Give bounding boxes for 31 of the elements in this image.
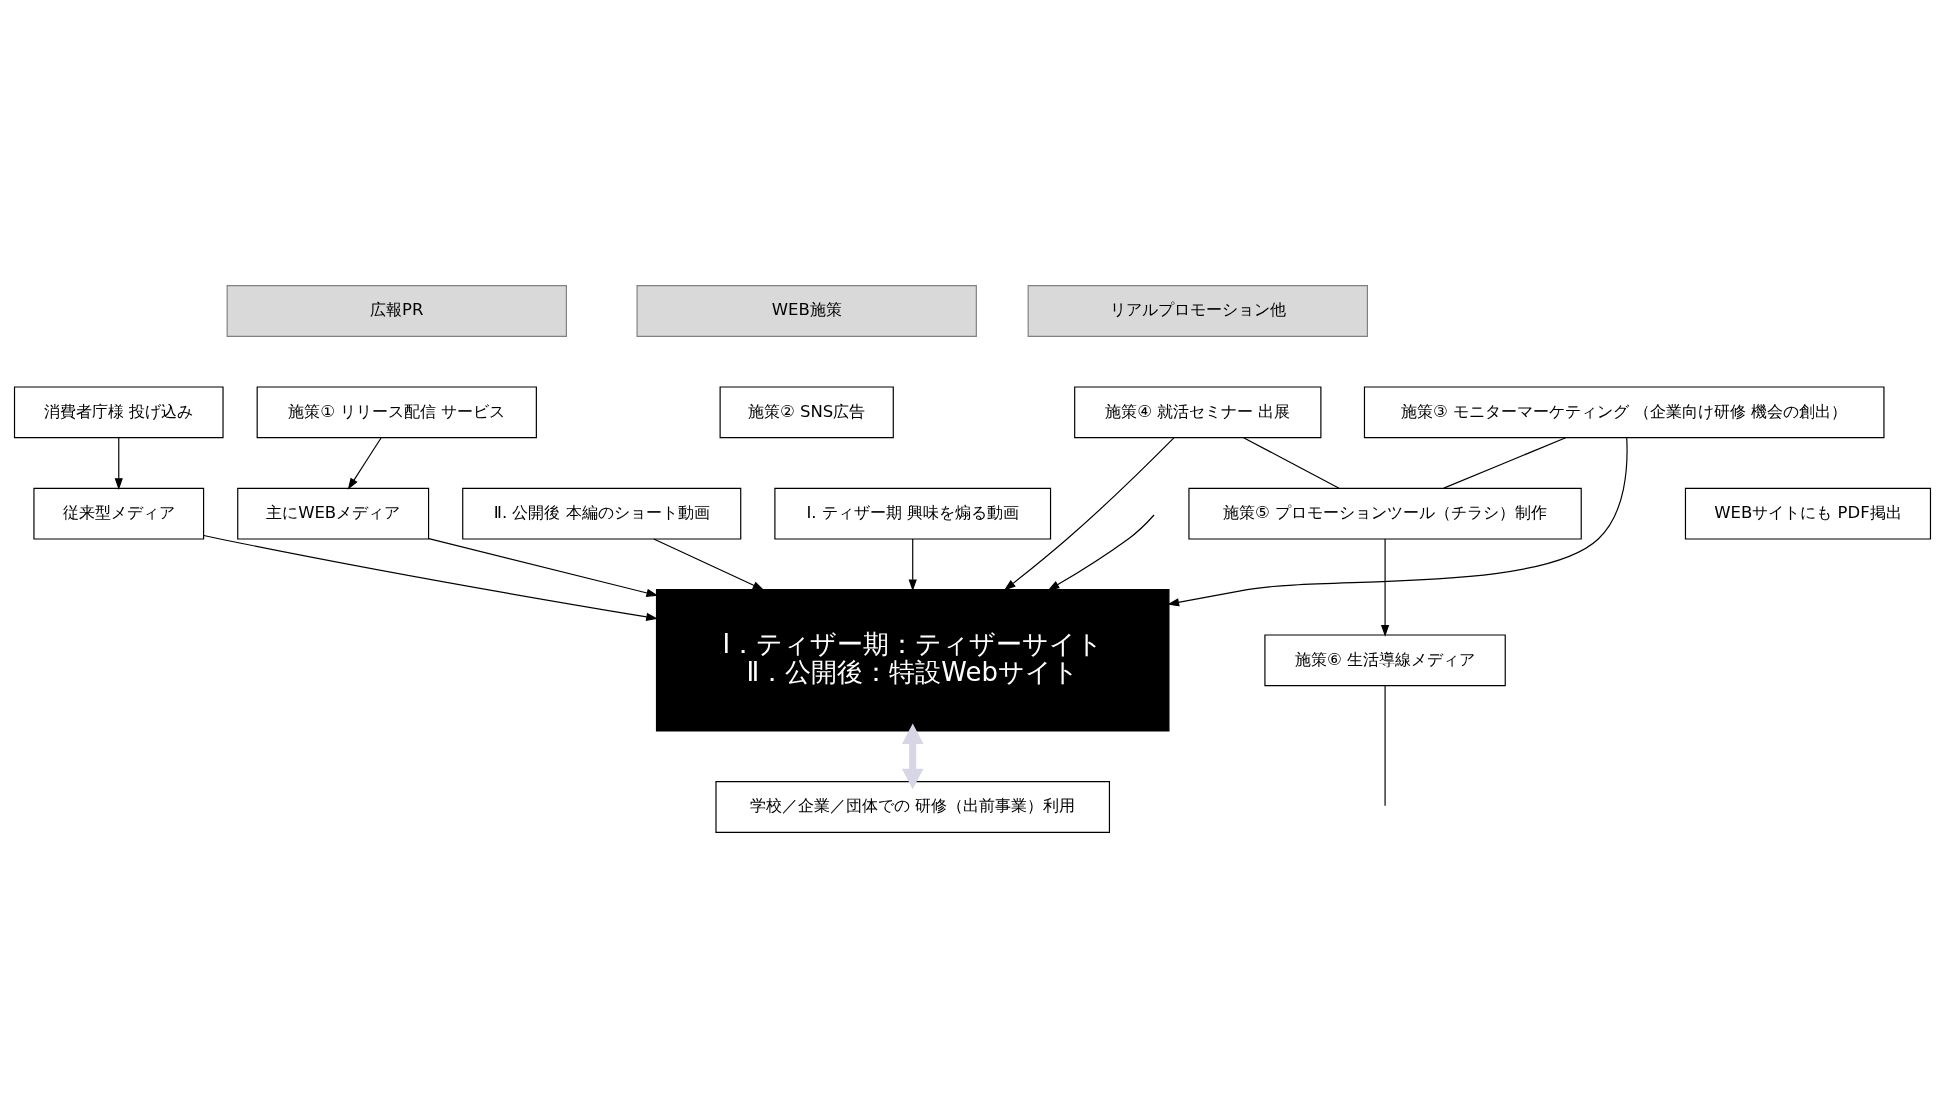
arrow [427, 537, 658, 597]
node-box: Ⅱ. 公開後 本編のショート動画 [461, 487, 741, 540]
arrow [652, 537, 764, 590]
connector [1384, 684, 1386, 806]
node-box: 消費者庁様 投げ込み [13, 385, 224, 438]
node-box: 施策③ モニターマーケティング （企業向け研修 機会の創出） [1363, 385, 1885, 438]
node-box: 施策④ 就活セミナー 出展 [1073, 385, 1321, 438]
arrow [202, 534, 658, 621]
arrow [901, 723, 924, 789]
node-box: 従来型メディア [32, 487, 204, 540]
node-box: WEBサイトにも PDF掲出 [1684, 487, 1931, 540]
arrow [1047, 513, 1155, 591]
connector [1242, 436, 1340, 489]
arrow [1166, 436, 1628, 606]
node-box: リアルプロモーション他 [1027, 284, 1368, 337]
connector [1442, 436, 1566, 489]
node-box: 施策① リリース配信 サービス [256, 385, 537, 438]
node-box: 施策⑤ プロモーションツール（チラシ）制作 [1187, 487, 1582, 540]
arrow [347, 436, 382, 490]
arrow [1003, 436, 1174, 591]
node-box: 施策⑥ 生活導線メディア [1263, 633, 1506, 686]
node-box: 主にWEBメディア [236, 487, 429, 540]
arrow [908, 537, 917, 591]
node-box: 施策② SNS広告 [719, 385, 894, 438]
node-box: 学校／企業／団体での 研修（出前事業）利用 [714, 780, 1110, 833]
node-box: WEB施策 [636, 284, 977, 337]
node-box: Ⅰ．ティザー期：ティザーサイト Ⅱ．公開後：特設Webサイト [655, 588, 1169, 732]
node-box: 広報PR [226, 284, 567, 337]
node-box: Ⅰ. ティザー期 興味を煽る動画 [773, 487, 1051, 540]
arrow [1380, 537, 1389, 637]
arrow [114, 436, 123, 490]
